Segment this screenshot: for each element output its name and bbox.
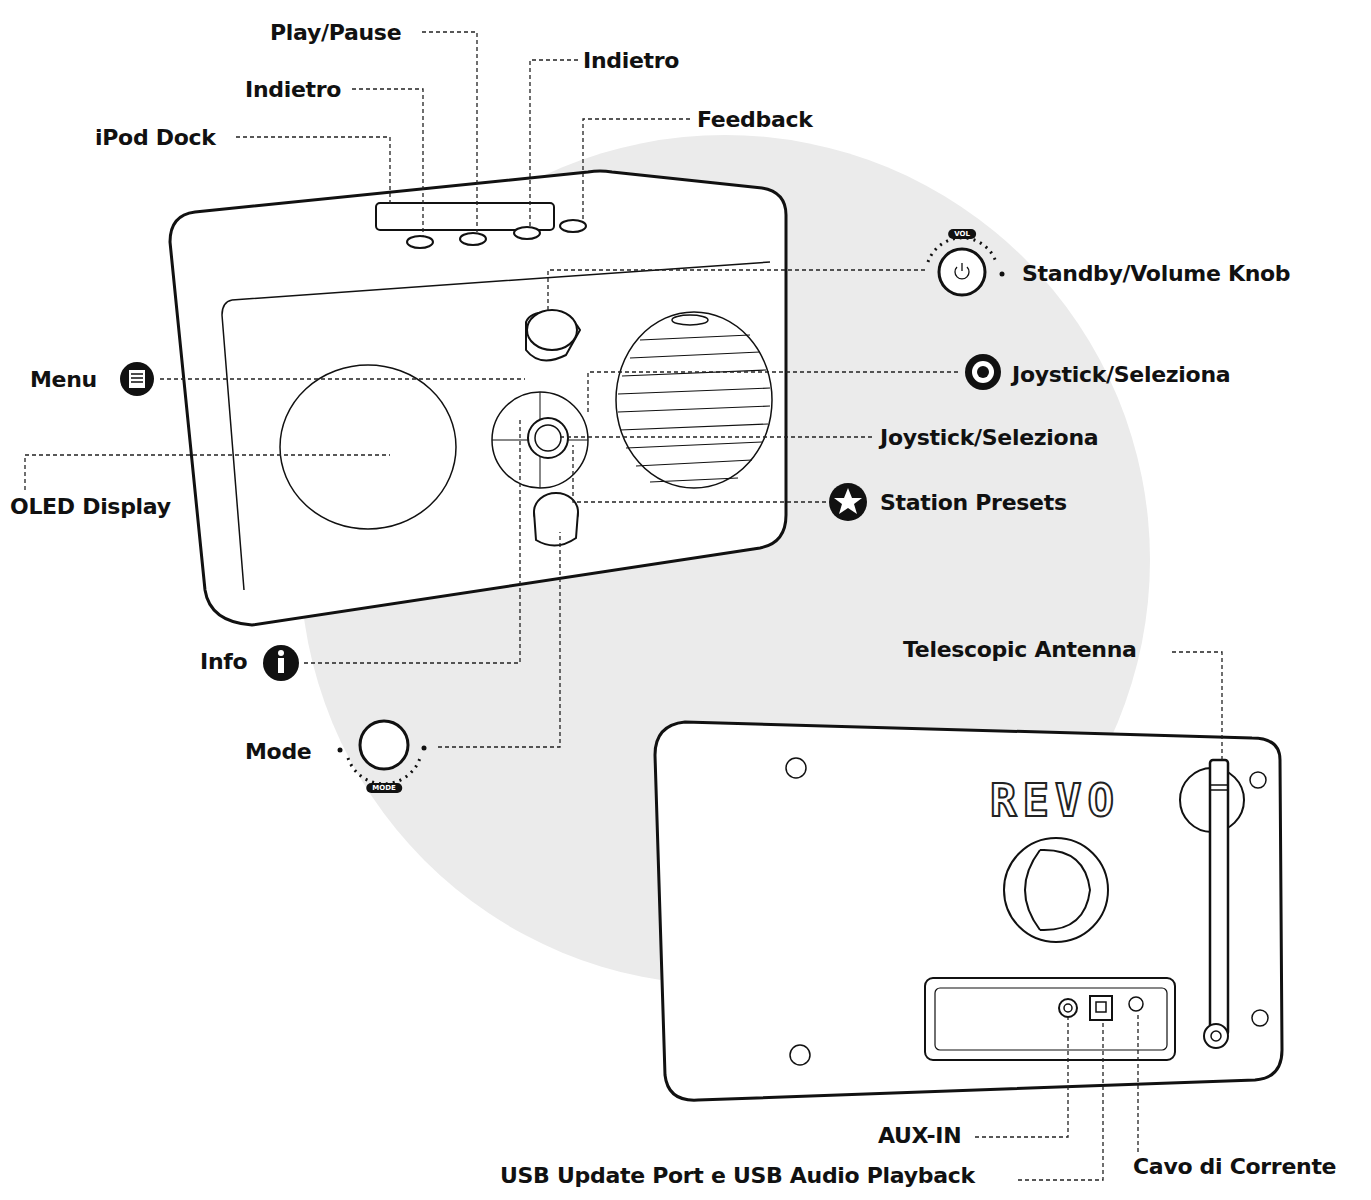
standby-knob-icon [928, 238, 1005, 295]
part-label: Station Presets [880, 490, 1067, 515]
radio-front [170, 171, 786, 625]
info-icon [263, 645, 299, 681]
part-label: Joystick/Seleziona [880, 425, 1098, 450]
part-label: OLED Display [10, 494, 171, 519]
mode-knob-icon [338, 721, 427, 784]
part-label: Indietro [245, 77, 341, 102]
part-label: Telescopic Antenna [903, 637, 1137, 662]
knob-marking: MODE [366, 783, 402, 793]
part-label: AUX-IN [878, 1123, 961, 1148]
leader-lines [25, 32, 1222, 1180]
radio-back [655, 722, 1282, 1100]
brand-logo: REVO [990, 775, 1120, 826]
part-label: Play/Pause [270, 20, 401, 45]
part-label: Info [200, 649, 247, 674]
part-label: USB Update Port e USB Audio Playback [500, 1163, 975, 1188]
menu-icon [120, 362, 154, 396]
part-label: Indietro [583, 48, 679, 73]
part-label: Joystick/Seleziona [1012, 362, 1230, 387]
part-label: Mode [245, 739, 311, 764]
joystick-icon [965, 354, 1001, 390]
part-label: Menu [30, 367, 97, 392]
part-label: Cavo di Corrente [1133, 1154, 1336, 1179]
knob-marking: VOL [948, 229, 976, 239]
part-label: Standby/Volume Knob [1022, 261, 1290, 286]
star-icon [829, 483, 867, 521]
part-label: iPod Dock [95, 125, 216, 150]
part-label: Feedback [697, 107, 813, 132]
